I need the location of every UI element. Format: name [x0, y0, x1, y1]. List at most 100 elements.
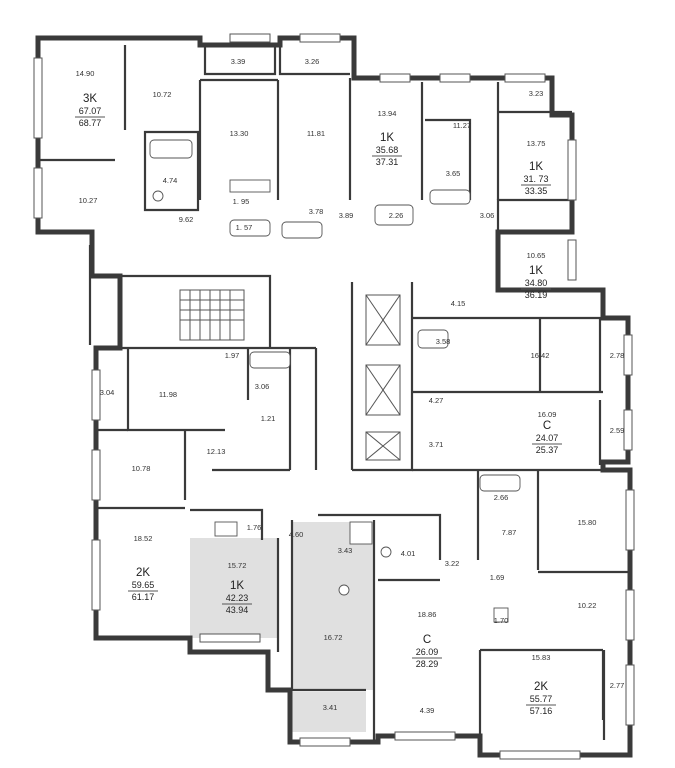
living-area: 31. 73	[523, 174, 548, 184]
apartment-code: C	[543, 420, 551, 432]
room-area: 3.06	[255, 382, 270, 391]
apartment-3k[interactable]: 3K 67.07 68.77	[75, 93, 105, 128]
apartment-code: C	[423, 634, 431, 646]
room-area: 13.94	[378, 109, 397, 118]
total-area: 61.17	[132, 592, 155, 602]
room-area: 3.78	[309, 207, 324, 216]
stairwell	[179, 289, 245, 341]
apartment-1k-b[interactable]: 1K 31. 73 33.35	[521, 161, 551, 196]
room-area: 16.09	[538, 410, 557, 419]
total-area: 25.37	[536, 445, 559, 455]
total-area: 43.94	[226, 605, 249, 615]
room-area: 2.77	[610, 681, 625, 690]
apartment-code: 1K	[529, 265, 543, 277]
room-area: 10.27	[79, 196, 98, 205]
living-area: 67.07	[79, 106, 102, 116]
room-area: 7.87	[502, 528, 517, 537]
living-area: 55.77	[530, 694, 553, 704]
apartment-1k-a[interactable]: 1K 35.68 37.31	[372, 132, 402, 167]
room-area: 3.41	[323, 703, 338, 712]
living-area: 35.68	[376, 145, 399, 155]
room-area: 4.01	[401, 549, 416, 558]
total-area: 37.31	[376, 157, 399, 167]
total-area: 33.35	[525, 186, 548, 196]
room-area: 3.22	[445, 559, 460, 568]
room-area: 15.80	[578, 518, 597, 527]
room-area: 16.42	[531, 351, 550, 360]
outer-walls	[35, 35, 633, 758]
living-area: 59.65	[132, 580, 155, 590]
room-area: 1.76	[247, 523, 262, 532]
bathroom-fixtures	[149, 139, 521, 623]
room-area: 15.83	[532, 653, 551, 662]
room-area: 1. 95	[233, 197, 250, 206]
room-area: 18.86	[418, 610, 437, 619]
total-area: 68.77	[79, 118, 102, 128]
room-area: 4.15	[451, 299, 466, 308]
room-area: 18.52	[134, 534, 153, 543]
room-area: 1.70	[494, 616, 509, 625]
apartment-c-b[interactable]: C 26.09 28.29	[412, 634, 442, 669]
room-area-labels: 14.90 10.72 3.39 3.26 13.30 11.81 13.94 …	[76, 57, 625, 715]
room-area: 1.21	[261, 414, 276, 423]
total-area: 28.29	[416, 659, 439, 669]
room-area: 10.65	[527, 251, 546, 260]
room-area: 1.97	[225, 351, 240, 360]
total-area: 57.16	[530, 706, 553, 716]
room-area: 15.72	[228, 561, 247, 570]
apartment-2k-a[interactable]: 2K 59.65 61.17	[128, 567, 158, 602]
room-area: 11.27	[453, 121, 471, 130]
room-area: 11.98	[159, 390, 177, 399]
room-area: 3.04	[100, 388, 115, 397]
room-area: 2.78	[610, 351, 625, 360]
room-area: 3.71	[429, 440, 444, 449]
living-area: 34.80	[525, 278, 548, 288]
room-area: 14.90	[76, 69, 95, 78]
room-area: 3.43	[338, 546, 353, 555]
room-area: 3.39	[231, 57, 246, 66]
room-area: 4.39	[420, 706, 435, 715]
apartment-1k-d-selected[interactable]: 1K 42.23 43.94	[222, 580, 252, 615]
room-area: 2.66	[494, 493, 509, 502]
room-area: 2.59	[610, 426, 625, 435]
room-area: 16.72	[324, 633, 343, 642]
apartment-code: 1K	[380, 132, 394, 144]
room-area: 11.81	[307, 129, 325, 138]
apartment-1k-c[interactable]: 1K 34.80 36.19	[521, 265, 551, 300]
room-area: 10.72	[153, 90, 172, 99]
room-area: 3.23	[529, 89, 544, 98]
room-area: 3.06	[480, 211, 495, 220]
room-area: 10.78	[132, 464, 151, 473]
apartment-code: 3K	[83, 93, 97, 105]
windows	[33, 33, 635, 760]
apartment-code: 1K	[529, 161, 543, 173]
selected-apartment-highlight	[190, 522, 374, 732]
room-area: 12.13	[207, 447, 226, 456]
room-area: 3.26	[305, 57, 320, 66]
room-area: 2.26	[389, 211, 404, 220]
apartment-code: 1K	[230, 580, 244, 592]
elevators	[365, 294, 401, 461]
total-area: 36.19	[525, 290, 548, 300]
living-area: 42.23	[226, 593, 249, 603]
room-area: 4.74	[163, 176, 178, 185]
room-area: 13.75	[527, 139, 546, 148]
apartment-code: 2K	[136, 567, 150, 579]
apartment-code: 2K	[534, 681, 548, 693]
living-area: 26.09	[416, 647, 439, 657]
room-area: 9.62	[179, 215, 194, 224]
apartment-2k-b[interactable]: 2K 55.77 57.16	[526, 681, 556, 716]
room-area: 1. 57	[236, 223, 253, 232]
room-area: 4.60	[289, 530, 304, 539]
interior-walls	[38, 45, 630, 755]
room-area: 4.27	[429, 396, 444, 405]
room-area: 1.69	[490, 573, 505, 582]
room-area: 3.58	[436, 337, 451, 346]
room-area: 10.22	[578, 601, 597, 610]
room-area: 3.89	[339, 211, 354, 220]
living-area: 24.07	[536, 433, 559, 443]
room-area: 3.65	[446, 169, 461, 178]
room-area: 13.30	[230, 129, 249, 138]
apartment-c-a[interactable]: C 24.07 25.37	[532, 420, 562, 455]
